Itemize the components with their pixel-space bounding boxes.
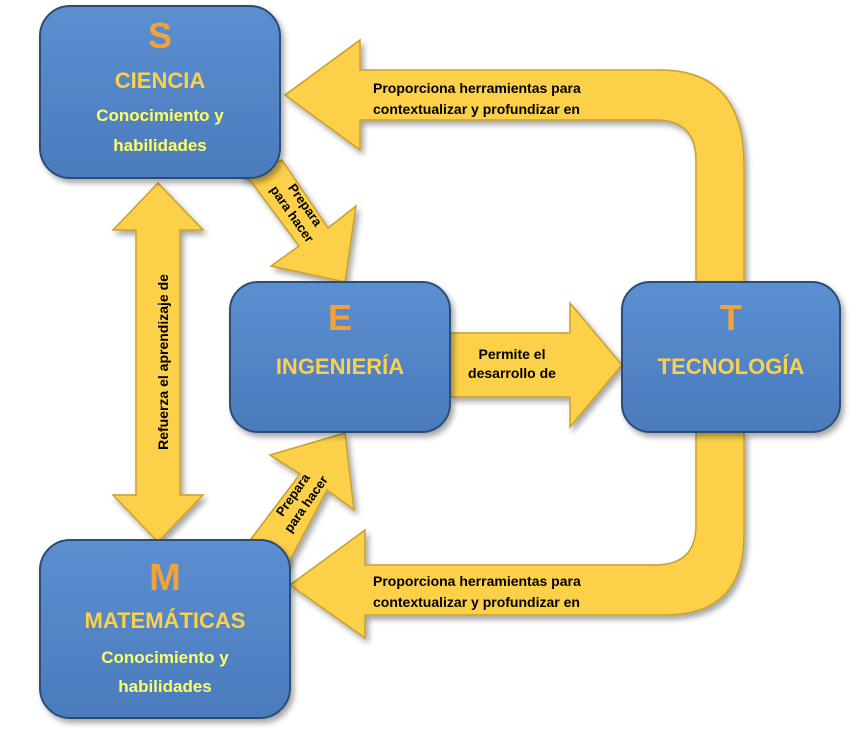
tech-to-math-label-1: Proporciona herramientas para: [373, 573, 581, 589]
math-letter: M: [149, 557, 181, 599]
science-title: CIENCIA: [115, 68, 206, 93]
math-title: MATEMÁTICAS: [85, 608, 246, 633]
technology-title: TECNOLOGÍA: [658, 354, 805, 379]
arrow-math-to-engineering: [246, 432, 355, 568]
tech-to-science-label-2: contextualizar y profundizar en: [373, 101, 580, 117]
science-math-label: Refuerza el aprendizaje de: [155, 274, 171, 450]
arrow-tech-to-science: [283, 38, 745, 286]
tech-to-science-label-1: Proporciona herramientas para: [373, 80, 581, 96]
engineering-letter: E: [328, 297, 352, 338]
engineering-to-tech-label-2: desarrollo de: [468, 365, 556, 381]
science-sub-1: Conocimiento y: [96, 106, 224, 125]
science-sub-2: habilidades: [113, 136, 207, 155]
engineering-title: INGENIERÍA: [276, 354, 404, 379]
box-science: [39, 5, 281, 179]
tech-to-math-label-2: contextualizar y profundizar en: [373, 594, 580, 610]
math-sub-2: habilidades: [118, 677, 212, 696]
engineering-to-tech-label-1: Permite el: [479, 346, 546, 362]
science-letter: S: [148, 15, 172, 56]
arrow-tech-to-math: [288, 431, 745, 640]
technology-letter: T: [720, 297, 742, 338]
box-technology: [621, 281, 841, 433]
arrow-engineering-to-tech: [449, 300, 623, 430]
math-sub-1: Conocimiento y: [101, 648, 229, 667]
box-math: [39, 539, 291, 719]
box-engineering: [229, 281, 451, 433]
